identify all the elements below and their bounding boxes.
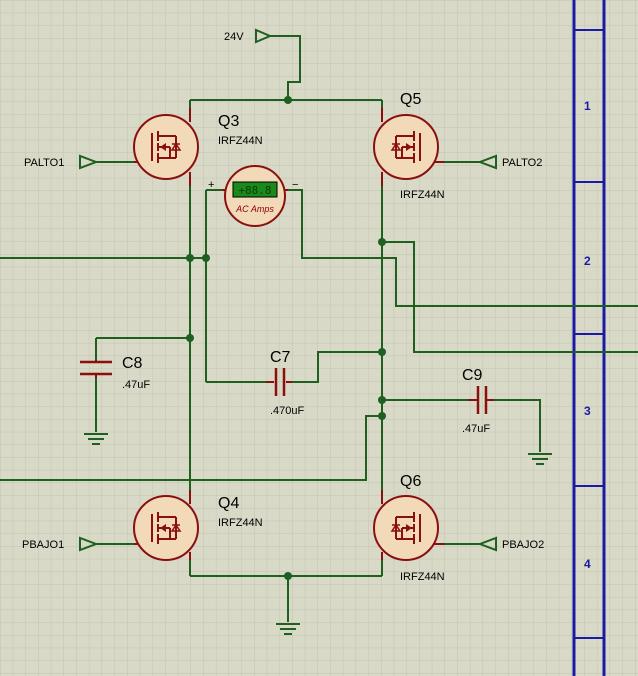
frame-row-2: 2 — [584, 254, 591, 268]
input-pbajo2[interactable]: PBAJO2 — [477, 536, 544, 552]
meter-unit: AC Amps — [235, 204, 274, 214]
frame-row-4: 4 — [584, 557, 591, 571]
frame-row-3: 3 — [584, 404, 591, 418]
drawing-frame: 1 2 3 4 — [572, 0, 606, 676]
capacitor-c8[interactable]: C8 .47uF — [80, 355, 150, 391]
supply-label: 24V — [224, 31, 244, 43]
capacitor-c9[interactable]: C9 .47uF — [462, 367, 494, 435]
input-palto1[interactable]: PALTO1 — [24, 154, 99, 170]
wires — [0, 35, 638, 622]
frame-row-1: 1 — [584, 99, 591, 113]
q3-ref: Q3 — [218, 113, 239, 130]
q4-part: IRFZ44N — [218, 517, 263, 529]
c7-ref: C7 — [270, 349, 291, 366]
input-pbajo2-label: PBAJO2 — [502, 539, 544, 551]
q5-part: IRFZ44N — [400, 189, 445, 201]
mosfet-q6[interactable]: Q6 IRFZ44N — [373, 473, 445, 583]
mosfet-q4[interactable]: Q4 IRFZ44N — [133, 490, 263, 561]
c9-ref: C9 — [462, 367, 483, 384]
q3-part: IRFZ44N — [218, 135, 263, 147]
c9-value: .47uF — [462, 423, 490, 435]
c7-value: .470uF — [270, 405, 305, 417]
c8-ref: C8 — [122, 355, 143, 372]
mosfet-q5[interactable]: Q5 IRFZ44N — [373, 91, 445, 201]
meter-reading: +88.8 — [238, 184, 271, 197]
mosfet-q3[interactable]: Q3 IRFZ44N — [133, 108, 263, 186]
input-pbajo1[interactable]: PBAJO1 — [22, 536, 99, 552]
input-pbajo1-label: PBAJO1 — [22, 539, 64, 551]
meter-minus: − — [292, 179, 298, 191]
q5-ref: Q5 — [400, 91, 421, 108]
c8-value: .47uF — [122, 379, 150, 391]
input-palto2[interactable]: PALTO2 — [477, 154, 542, 170]
q4-ref: Q4 — [218, 495, 239, 512]
input-palto2-label: PALTO2 — [502, 157, 542, 169]
q6-ref: Q6 — [400, 473, 421, 490]
meter-display — [232, 181, 278, 198]
input-palto1-label: PALTO1 — [24, 157, 64, 169]
capacitor-c7[interactable]: C7 .470uF — [266, 349, 305, 417]
q6-part: IRFZ44N — [400, 571, 445, 583]
supply-terminal[interactable]: 24V — [224, 28, 273, 44]
ac-ammeter[interactable]: +88.8 AC Amps + − — [208, 165, 298, 227]
junctions — [186, 96, 386, 580]
meter-plus: + — [208, 179, 214, 191]
